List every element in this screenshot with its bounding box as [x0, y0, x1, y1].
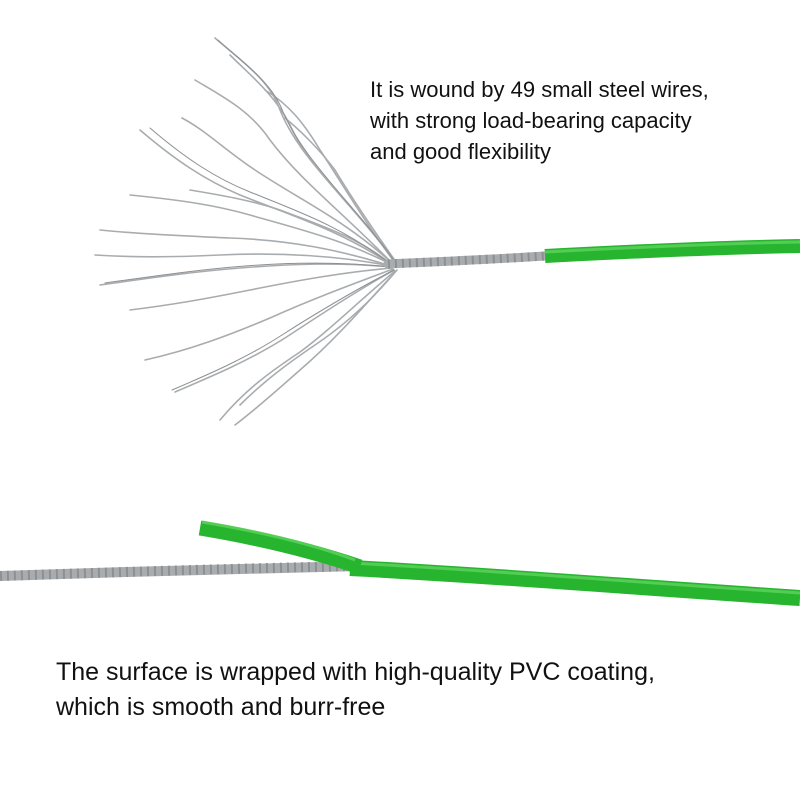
top-cable: [383, 239, 800, 269]
bottom-cable-pvc-coating: [349, 560, 800, 606]
caption-line: The surface is wrapped with high-quality…: [56, 658, 655, 686]
caption-steel-wires: It is wound by 49 small steel wires, wit…: [370, 74, 709, 167]
bottom-cable-steel-core: [0, 561, 361, 581]
frayed-steel-wires: [94, 37, 398, 426]
caption-line: with strong load-bearing capacity: [370, 108, 692, 133]
caption-line: which is smooth and burr-free: [56, 693, 386, 721]
caption-pvc-coating: The surface is wrapped with high-quality…: [56, 655, 655, 725]
caption-line: It is wound by 49 small steel wires,: [370, 77, 709, 102]
caption-line: and good flexibility: [370, 139, 552, 164]
peeled-pvc-flap: [198, 520, 363, 575]
top-cable-pvc-coating: [544, 239, 800, 263]
bottom-cable: [0, 520, 800, 606]
frayed-steel-wires-shadow: [104, 39, 397, 391]
